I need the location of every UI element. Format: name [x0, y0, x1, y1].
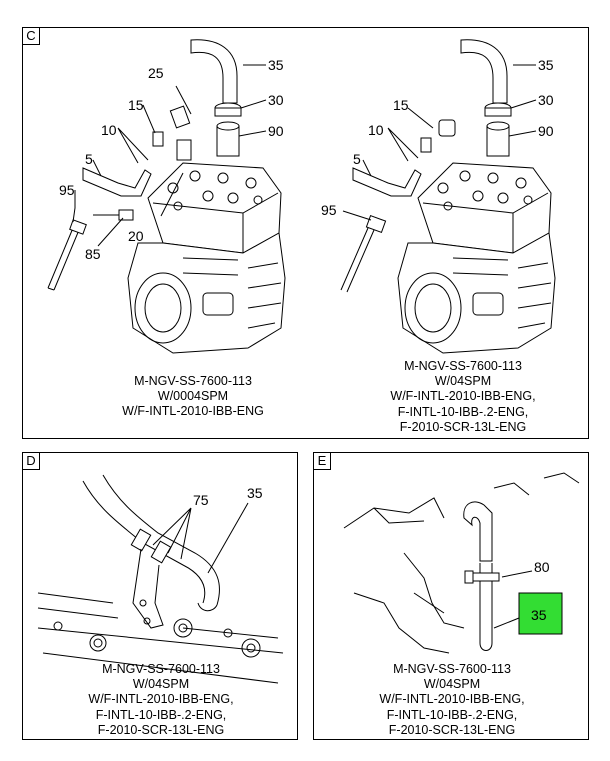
caption-line: W/0004SPM	[157, 389, 229, 404]
panel-e-caption: M-NGV-SS-7600-113 W/04SPM W/F-INTL-2010-…	[352, 662, 552, 738]
callout-right-95: 95	[321, 202, 337, 218]
callout-left-30: 30	[268, 92, 284, 108]
callout-e-80: 80	[534, 559, 550, 575]
panel-d-illustration	[37, 474, 284, 684]
part-35-highlight	[518, 592, 563, 635]
panel-c-left-caption: M-NGV-SS-7600-113 W/0004SPM W/F-INTL-201…	[93, 374, 293, 420]
caption-line: W/F-INTL-2010-IBB-ENG,	[379, 692, 525, 707]
callout-left-20: 20	[128, 228, 144, 244]
caption-line: W/04SPM	[434, 374, 492, 389]
callout-left-15: 15	[128, 97, 144, 113]
panel-e-letter: E	[314, 453, 331, 470]
callout-left-95: 95	[59, 182, 75, 198]
left-compressor-illustration	[47, 39, 286, 354]
caption-line: F-INTL-10-IBB-.2-ENG,	[95, 707, 227, 722]
panel-d-drawing: 75 35	[37, 474, 284, 684]
panel-c-drawing: 35 25 30 15 90 10 5 95 20 85 35 30 15 90…	[47, 39, 556, 354]
panel-d-callouts: 75 35	[193, 485, 263, 508]
caption-line: W/04SPM	[132, 677, 190, 692]
caption-line: W/F-INTL-2010-IBB-ENG,	[88, 692, 234, 707]
callout-right-15: 15	[393, 97, 409, 113]
caption-line: M-NGV-SS-7600-113	[102, 662, 220, 676]
callout-right-10: 10	[368, 122, 384, 138]
caption-line: W/F-INTL-2010-IBB-ENG,	[390, 389, 536, 404]
callout-right-30: 30	[538, 92, 554, 108]
panel-e-callouts: 80 35	[531, 559, 550, 623]
caption-line: F-INTL-10-IBB-.2-ENG,	[397, 404, 529, 419]
callout-left-5: 5	[85, 151, 93, 167]
callout-left-25: 25	[148, 65, 164, 81]
callout-left-35: 35	[268, 57, 284, 73]
right-callouts: 35 30 15 90 10 5 95	[321, 57, 554, 218]
caption-line: F-2010-SCR-13L-ENG	[388, 722, 516, 737]
callout-d-75: 75	[193, 492, 209, 508]
caption-line: M-NGV-SS-7600-113	[393, 662, 511, 676]
callout-e-35: 35	[531, 607, 547, 623]
panel-c-right-caption: M-NGV-SS-7600-113 W/04SPM W/F-INTL-2010-…	[363, 359, 563, 435]
caption-line: F-INTL-10-IBB-.2-ENG,	[386, 707, 518, 722]
callout-left-10: 10	[101, 122, 117, 138]
panel-d: D 75 35 M-NGV	[22, 452, 298, 740]
right-compressor-illustration	[340, 39, 556, 354]
panel-c-letter: C	[23, 28, 40, 45]
caption-line: F-2010-SCR-13L-ENG	[97, 722, 225, 737]
caption-line: M-NGV-SS-7600-113	[404, 359, 522, 373]
panel-e-drawing: 80 35	[343, 472, 580, 654]
caption-line: W/F-INTL-2010-IBB-ENG	[122, 404, 264, 419]
callout-right-35: 35	[538, 57, 554, 73]
callout-d-35: 35	[247, 485, 263, 501]
panel-c: C	[22, 27, 589, 439]
panel-d-caption: M-NGV-SS-7600-113 W/04SPM W/F-INTL-2010-…	[61, 662, 261, 738]
callout-left-90: 90	[268, 123, 284, 139]
callout-right-90: 90	[538, 123, 554, 139]
callout-left-85: 85	[85, 246, 101, 262]
panel-e: E 80 35 M-NGV-SS-7600-113 W/04SP	[313, 452, 589, 740]
caption-line: W/04SPM	[423, 677, 481, 692]
left-callouts: 35 25 30 15 90 10 5 95 20 85	[59, 57, 284, 262]
caption-line: F-2010-SCR-13L-ENG	[399, 419, 527, 434]
panel-e-illustration	[343, 472, 580, 654]
caption-line: M-NGV-SS-7600-113	[134, 374, 252, 388]
panel-d-letter: D	[23, 453, 40, 470]
callout-right-5: 5	[353, 151, 361, 167]
